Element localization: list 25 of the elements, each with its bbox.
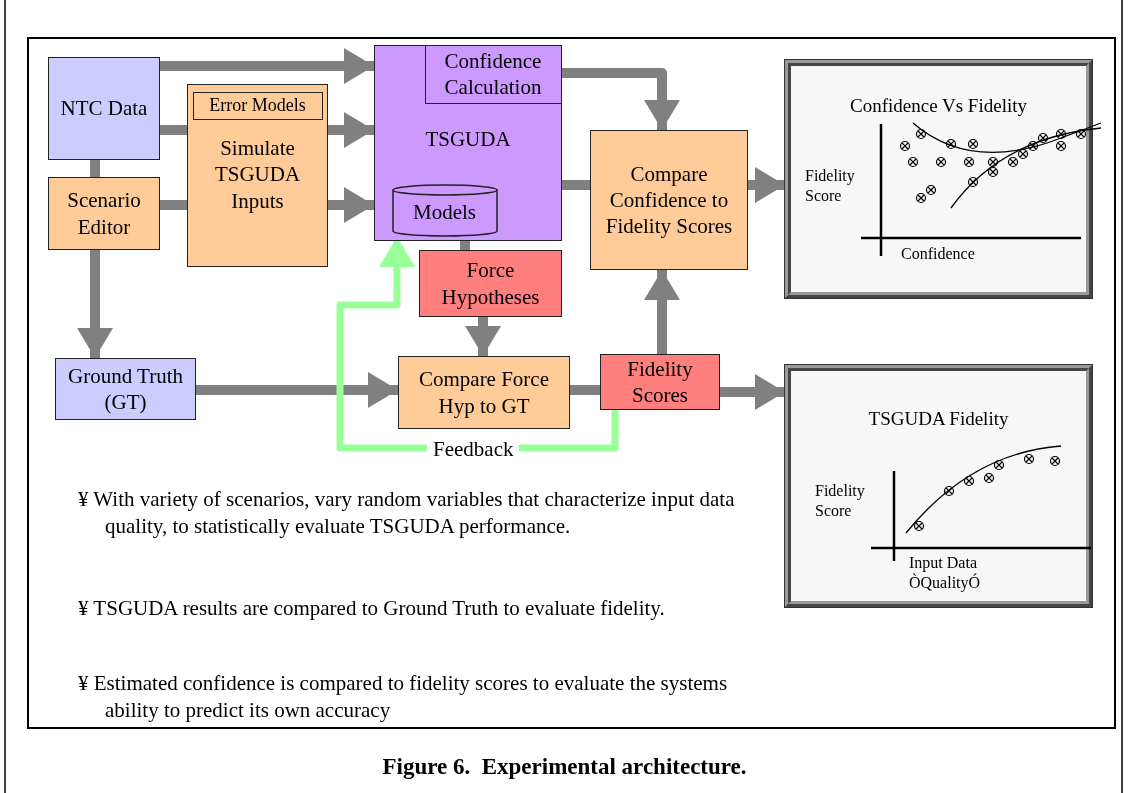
process-box: NTC Data — [48, 57, 160, 160]
chart-title: TSGUDA Fidelity — [867, 407, 1010, 431]
process-box: Error Models — [192, 91, 323, 120]
bullet-note: ¥ With variety of scenarios, vary random variables that characterize input data quality, to statistically evaluate TSGUDA performance. — [78, 486, 736, 541]
node-title: Simulate TSGUDA Inputs — [213, 135, 302, 214]
process-box: Scenario Editor — [48, 177, 160, 250]
bullet-note: ¥ Estimated confidence is compared to fidelity scores to evaluate the systems ability to predict its own accuracy — [78, 670, 729, 725]
axis-label: Confidence — [901, 244, 976, 264]
axis-label: Input Data ÒQualityÓ — [909, 553, 982, 593]
process-box: Compare Confidence to Fidelity Scores — [590, 130, 748, 270]
process-box: Force Hypotheses — [419, 250, 562, 317]
chart-title: Confidence Vs Fidelity — [849, 94, 1028, 118]
node-title: TSGUDA — [424, 126, 512, 153]
process-box: Confidence Calculation — [424, 44, 562, 104]
database-cylinder: Models — [391, 182, 498, 237]
axis-label: Fidelity Score — [805, 166, 856, 206]
process-box: Ground Truth (GT) — [55, 358, 196, 420]
process-box — [374, 45, 562, 241]
process-box — [187, 84, 328, 267]
process-box: Fidelity Scores — [600, 354, 720, 410]
figure-caption: Figure 6. Experimental architecture. — [381, 754, 748, 780]
axis-label: Fidelity Score — [815, 481, 866, 521]
chart-panel — [785, 365, 1092, 607]
process-box: Compare Force Hyp to GT — [398, 356, 570, 429]
bullet-note: ¥ TSGUDA results are compared to Ground Truth to evaluate fidelity. — [78, 595, 666, 622]
